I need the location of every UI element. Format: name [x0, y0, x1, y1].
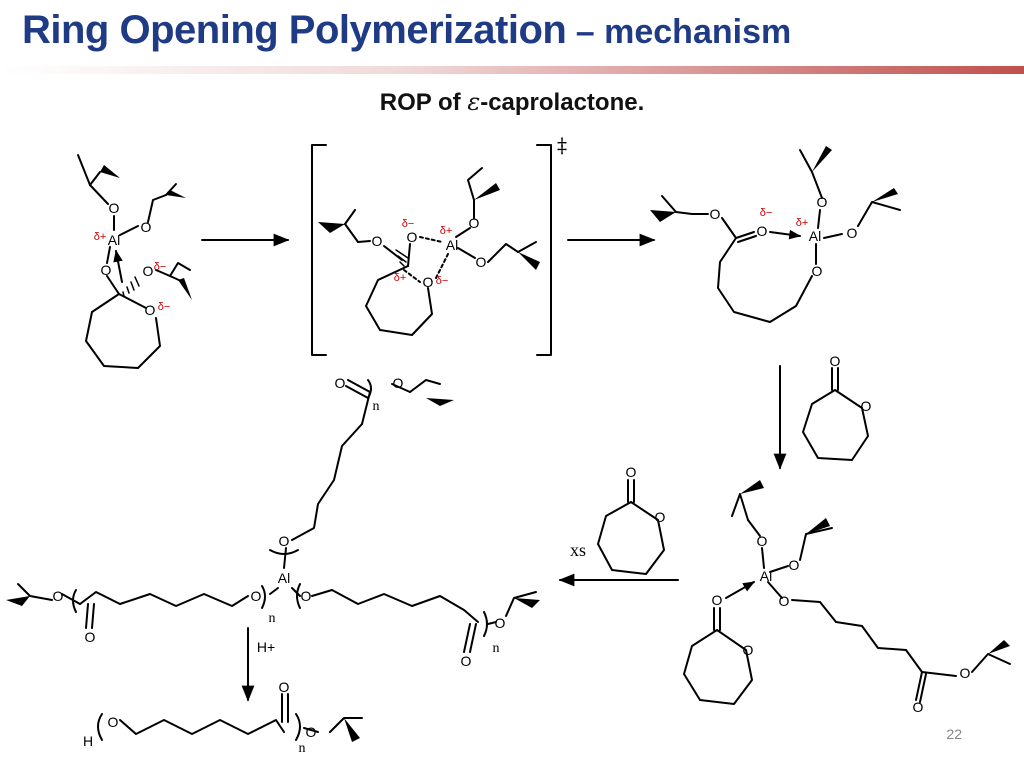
- label-o: O: [143, 263, 154, 279]
- structure-final-polymer: [97, 693, 363, 742]
- excess-label: xs: [570, 540, 586, 560]
- transition-state-symbol: ‡: [557, 133, 567, 157]
- label-o: O: [626, 464, 637, 480]
- label-al: Al: [760, 568, 772, 584]
- label-al: Al: [278, 570, 290, 586]
- structure-ring-opened: [650, 146, 901, 323]
- label-al: Al: [108, 232, 120, 248]
- partial-negative-charge: δ−: [154, 261, 167, 273]
- label-o: O: [335, 375, 346, 391]
- label-o: O: [495, 615, 506, 631]
- structure-transition-state: [311, 144, 552, 356]
- subtitle-suffix: -caprolactone.: [480, 89, 645, 116]
- label-o: O: [85, 629, 96, 645]
- label-o: O: [789, 557, 800, 573]
- label-o: O: [279, 533, 290, 549]
- label-o: O: [710, 206, 721, 222]
- subtitle-symbol: ε: [467, 88, 481, 116]
- label-o: O: [469, 215, 480, 231]
- structure-second-insertion: [683, 480, 1011, 705]
- subtitle: ROP of ε-caprolactone.: [0, 88, 1024, 117]
- label-o: O: [779, 593, 790, 609]
- partial-negative-charge: δ−: [402, 218, 415, 230]
- label-o: O: [109, 200, 120, 216]
- structure-polymer-aluminum: [6, 379, 540, 653]
- structure-monomer-1: [802, 367, 869, 461]
- acid-label: H+: [257, 639, 275, 655]
- label-o: O: [476, 254, 487, 270]
- label-o: O: [101, 262, 112, 278]
- label-o: O: [757, 533, 768, 549]
- title-dash: –: [566, 13, 605, 51]
- partial-positive-charge: δ+: [94, 231, 107, 243]
- label-o: O: [53, 588, 64, 604]
- label-o: O: [461, 653, 472, 669]
- label-o: O: [913, 699, 924, 715]
- label-o: O: [393, 375, 404, 391]
- label-al: Al: [446, 237, 458, 253]
- label-o: O: [306, 724, 317, 740]
- label-o: O: [757, 223, 768, 239]
- partial-positive-charge: δ+: [796, 217, 809, 229]
- label-o: O: [847, 225, 858, 241]
- title-accent-bar: [0, 66, 1024, 74]
- label-n: n: [269, 611, 276, 626]
- label-o: O: [655, 509, 666, 525]
- label-o: O: [108, 714, 119, 730]
- label-n: n: [373, 399, 380, 414]
- label-al: Al: [809, 228, 821, 244]
- subtitle-prefix: ROP of: [379, 89, 468, 116]
- label-o: O: [830, 353, 841, 369]
- partial-negative-charge: δ−: [436, 275, 449, 287]
- title-sub: mechanism: [604, 13, 792, 51]
- label-o: O: [301, 588, 312, 604]
- label-o: O: [251, 588, 262, 604]
- label-o: O: [372, 233, 383, 249]
- label-o: O: [145, 302, 156, 318]
- label-o: O: [812, 263, 823, 279]
- label-o: O: [960, 665, 971, 681]
- label-o: O: [141, 219, 152, 235]
- page-number: 22: [946, 726, 962, 742]
- slide-title: Ring Opening Polymerization – mechanism: [22, 8, 791, 53]
- structure-monomer-xs: [597, 479, 665, 575]
- label-n: n: [493, 641, 500, 656]
- partial-positive-charge: δ+: [440, 225, 453, 237]
- label-o: O: [279, 679, 290, 695]
- label-n: n: [299, 741, 306, 756]
- partial-negative-charge: δ−: [760, 207, 773, 219]
- label-o: O: [817, 194, 828, 210]
- label-o: O: [423, 274, 434, 290]
- label-o: O: [712, 592, 723, 608]
- label-o: O: [861, 398, 872, 414]
- label-o: O: [743, 642, 754, 658]
- structure-coordination-complex: [77, 154, 192, 369]
- partial-positive-charge: δ+: [394, 272, 407, 284]
- partial-negative-charge: δ−: [158, 301, 171, 313]
- label-h: H: [83, 733, 93, 749]
- title-main: Ring Opening Polymerization: [22, 8, 567, 52]
- label-o: O: [407, 229, 418, 245]
